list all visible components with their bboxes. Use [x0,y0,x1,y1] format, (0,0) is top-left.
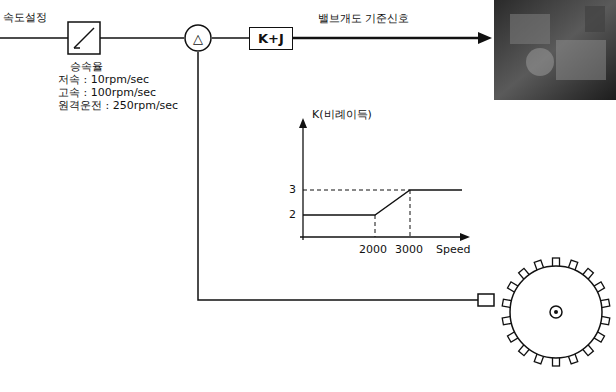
node-text: K+J [258,31,284,46]
rate-item: 저속 : 10rpm/sec [58,73,149,86]
tick-label: 3 [289,183,296,196]
axis-label: Speed [436,243,470,256]
tick-label: 2 [289,208,296,221]
gear-wheel [502,258,610,366]
ramp-output-line [100,37,184,39]
rate-heading: 승속율 [70,60,103,73]
rate-item: 고속 : 100rpm/sec [58,86,156,99]
axis-label: K(비례이득) [312,108,372,121]
rate-item: 원격운전 : 250rpm/sec [58,99,178,112]
input-label: 속도설정 [3,11,47,24]
output-line [292,37,480,40]
tick-label: 2000 [359,243,387,256]
tick-label: 3000 [395,243,423,256]
summing-junction: △ [184,24,212,52]
ramp-symbol [68,22,100,54]
signal-line [212,38,249,39]
signal-label: 밸브개도 기준신호 [318,12,410,25]
feedback-line [198,52,478,300]
node-text: △ [193,31,203,46]
valve-photo [494,0,616,100]
speed-sensor [478,294,494,306]
input-line [0,37,68,39]
gain-graph [299,118,470,241]
controller-box: K+J [249,27,293,50]
arrow-head [478,32,492,44]
